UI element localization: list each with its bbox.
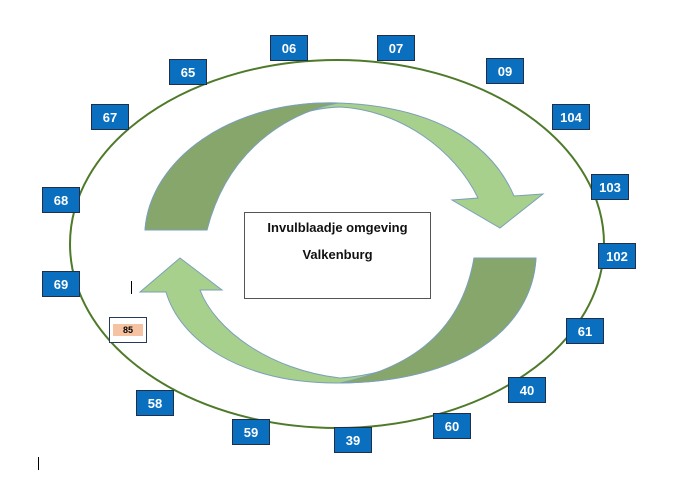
text-cursor	[131, 281, 132, 294]
text-cursor-lower	[38, 457, 39, 470]
node-58[interactable]: 58	[136, 390, 174, 416]
node-60[interactable]: 60	[433, 413, 471, 439]
node-103[interactable]: 103	[591, 174, 629, 200]
node-59[interactable]: 59	[232, 419, 270, 445]
top-cycle-arrow-shade	[144, 102, 339, 231]
center-title: Invulblaadje omgeving	[267, 220, 408, 235]
node-85[interactable]: 85	[109, 317, 147, 343]
node-61[interactable]: 61	[566, 318, 604, 344]
node-07[interactable]: 07	[377, 35, 415, 61]
center-title-box: Invulblaadje omgeving Valkenburg	[244, 212, 431, 299]
node-104[interactable]: 104	[552, 104, 590, 130]
node-85-label: 85	[113, 324, 143, 336]
node-69[interactable]: 69	[42, 271, 80, 297]
node-65[interactable]: 65	[169, 59, 207, 85]
node-102[interactable]: 102	[598, 243, 636, 269]
node-06[interactable]: 06	[270, 35, 308, 61]
bottom-cycle-arrow-shade	[339, 257, 537, 384]
node-40[interactable]: 40	[508, 377, 546, 403]
node-09[interactable]: 09	[486, 58, 524, 84]
node-67[interactable]: 67	[91, 104, 129, 130]
node-39[interactable]: 39	[334, 427, 372, 453]
node-68[interactable]: 68	[42, 187, 80, 213]
center-subtitle: Valkenburg	[302, 247, 373, 262]
